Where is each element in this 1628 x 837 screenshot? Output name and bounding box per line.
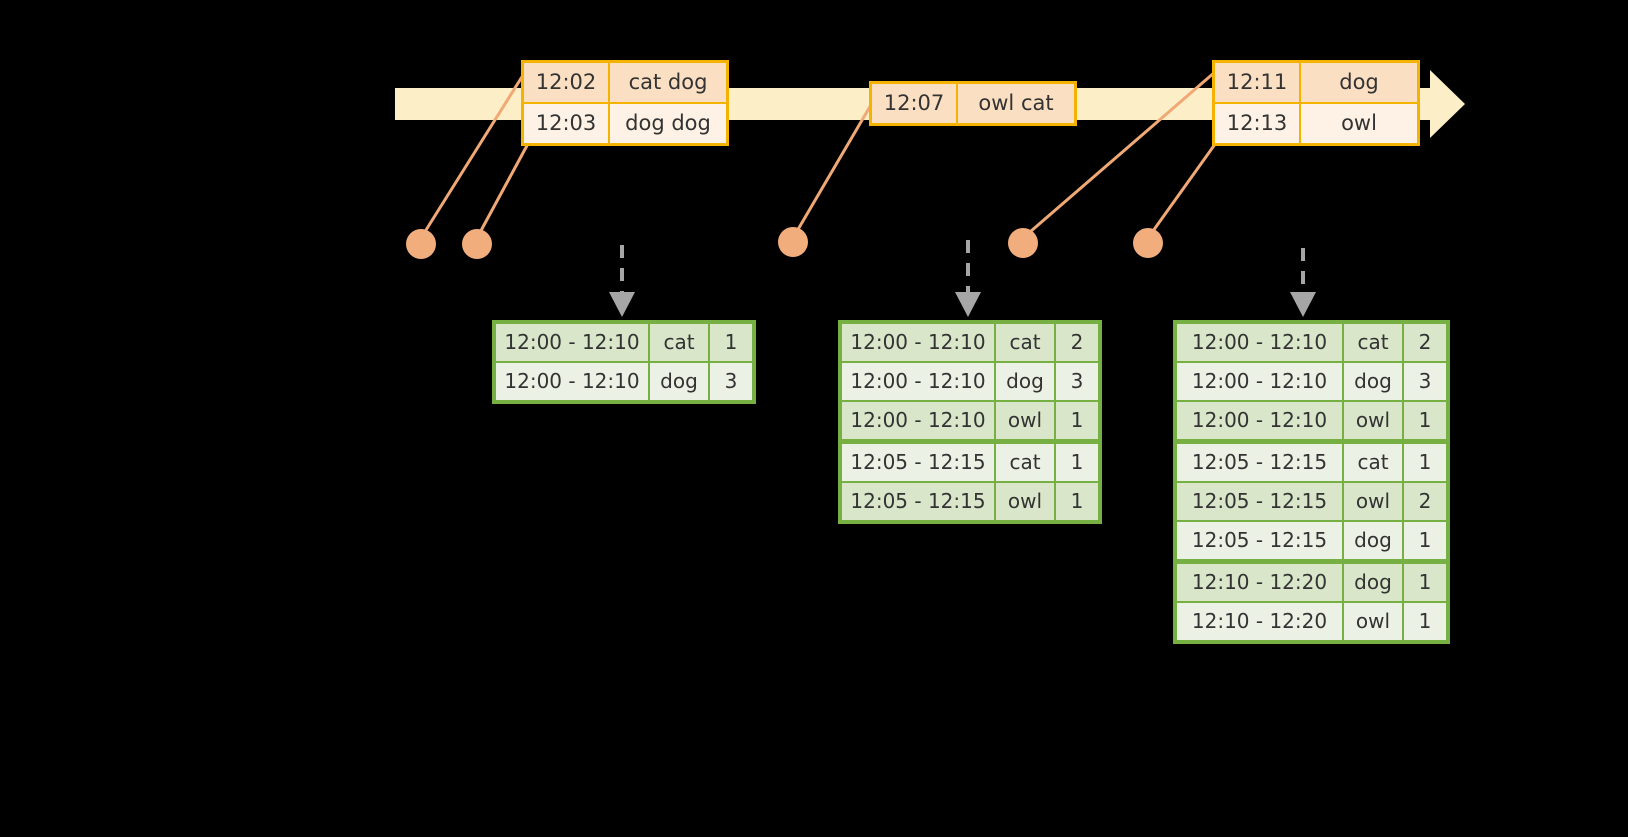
- key-cell: dog: [650, 363, 708, 400]
- count-cell: 3: [710, 363, 752, 400]
- event-row[interactable]: 12:03 dog dog: [524, 102, 726, 143]
- count-cell: 1: [1056, 483, 1098, 520]
- count-cell: 2: [1404, 483, 1446, 520]
- event-time: 12:11: [1215, 63, 1301, 102]
- table-row[interactable]: 12:00 - 12:10 dog 3: [842, 363, 1098, 400]
- key-cell: owl: [996, 483, 1054, 520]
- event-time: 12:02: [524, 63, 610, 102]
- window-cell: 12:05 - 12:15: [1177, 483, 1342, 520]
- emit-arrowheads: [609, 292, 1316, 317]
- window-cell: 12:00 - 12:10: [496, 324, 648, 361]
- event-words: dog dog: [625, 111, 711, 135]
- count-cell: 1: [1056, 402, 1098, 439]
- window-cell: 12:05 - 12:15: [842, 483, 994, 520]
- event-time: 12:07: [872, 84, 958, 123]
- key-cell: owl: [1344, 483, 1402, 520]
- count-cell: 3: [1056, 363, 1098, 400]
- event-dot-12-13: [1133, 228, 1163, 258]
- emit-arrows: [620, 240, 1305, 292]
- event-box-2[interactable]: 12:07 owl cat: [869, 81, 1077, 126]
- count-cell: 2: [1056, 324, 1098, 361]
- event-dots: [406, 227, 1163, 259]
- window-cell: 12:10 - 12:20: [1177, 603, 1342, 640]
- window-cell: 12:00 - 12:10: [842, 402, 994, 439]
- table-row[interactable]: 12:00 - 12:10 owl 1: [842, 402, 1098, 439]
- count-cell: 1: [1404, 603, 1446, 640]
- table-row[interactable]: 12:00 - 12:10 dog 3: [496, 363, 752, 400]
- table-row[interactable]: 12:00 - 12:10 cat 2: [1177, 324, 1446, 361]
- key-cell: cat: [996, 324, 1054, 361]
- event-row[interactable]: 12:11 dog: [1215, 63, 1417, 102]
- count-cell: 1: [1404, 522, 1446, 559]
- count-cell: 3: [1404, 363, 1446, 400]
- window-cell: 12:00 - 12:10: [496, 363, 648, 400]
- event-row[interactable]: 12:02 cat dog: [524, 63, 726, 102]
- event-dot-12-02: [406, 229, 436, 259]
- window-cell: 12:00 - 12:10: [1177, 363, 1342, 400]
- count-cell: 1: [1404, 564, 1446, 601]
- key-cell: dog: [1344, 363, 1402, 400]
- event-row[interactable]: 12:07 owl cat: [872, 84, 1074, 123]
- count-cell: 1: [710, 324, 752, 361]
- event-words: owl: [1341, 111, 1377, 135]
- result-table-1[interactable]: 12:00 - 12:10 cat 1 12:00 - 12:10 dog 3: [492, 320, 756, 404]
- table-row[interactable]: 12:00 - 12:10 cat 2: [842, 324, 1098, 361]
- window-cell: 12:00 - 12:10: [842, 363, 994, 400]
- window-cell: 12:10 - 12:20: [1177, 564, 1342, 601]
- window-cell: 12:05 - 12:15: [842, 444, 994, 481]
- key-cell: owl: [996, 402, 1054, 439]
- count-cell: 1: [1404, 444, 1446, 481]
- event-dot-12-11: [1008, 228, 1038, 258]
- table-row[interactable]: 12:00 - 12:10 owl 1: [1177, 402, 1446, 439]
- key-cell: dog: [1344, 522, 1402, 559]
- key-cell: dog: [1344, 564, 1402, 601]
- event-time: 12:13: [1215, 104, 1301, 143]
- event-row[interactable]: 12:13 owl: [1215, 102, 1417, 143]
- table-row[interactable]: 12:00 - 12:10 dog 3: [1177, 363, 1446, 400]
- key-cell: dog: [996, 363, 1054, 400]
- table-row[interactable]: 12:05 - 12:15 owl 1: [842, 483, 1098, 520]
- result-table-3[interactable]: 12:00 - 12:10 cat 2 12:00 - 12:10 dog 3 …: [1173, 320, 1450, 644]
- window-cell: 12:00 - 12:10: [842, 324, 994, 361]
- count-cell: 2: [1404, 324, 1446, 361]
- window-cell: 12:00 - 12:10: [1177, 402, 1342, 439]
- event-box-3[interactable]: 12:11 dog 12:13 owl: [1212, 60, 1420, 146]
- result-table-2[interactable]: 12:00 - 12:10 cat 2 12:00 - 12:10 dog 3 …: [838, 320, 1102, 524]
- key-cell: cat: [996, 444, 1054, 481]
- key-cell: cat: [1344, 324, 1402, 361]
- key-cell: cat: [1344, 444, 1402, 481]
- window-cell: 12:05 - 12:15: [1177, 444, 1342, 481]
- window-cell: 12:05 - 12:15: [1177, 522, 1342, 559]
- key-cell: cat: [650, 324, 708, 361]
- key-cell: owl: [1344, 603, 1402, 640]
- count-cell: 1: [1404, 402, 1446, 439]
- table-row[interactable]: 12:05 - 12:15 cat 1: [842, 444, 1098, 481]
- event-words: owl cat: [978, 91, 1054, 115]
- event-dot-12-03: [462, 229, 492, 259]
- table-row[interactable]: 12:10 - 12:20 dog 1: [1177, 564, 1446, 601]
- table-row[interactable]: 12:05 - 12:15 owl 2: [1177, 483, 1446, 520]
- event-words: dog: [1339, 70, 1379, 94]
- event-box-1[interactable]: 12:02 cat dog 12:03 dog dog: [521, 60, 729, 146]
- event-dot-12-07: [778, 227, 808, 257]
- table-row[interactable]: 12:05 - 12:15 dog 1: [1177, 522, 1446, 559]
- table-row[interactable]: 12:00 - 12:10 cat 1: [496, 324, 752, 361]
- table-row[interactable]: 12:05 - 12:15 cat 1: [1177, 444, 1446, 481]
- key-cell: owl: [1344, 402, 1402, 439]
- table-row[interactable]: 12:10 - 12:20 owl 1: [1177, 603, 1446, 640]
- event-time: 12:03: [524, 104, 610, 143]
- window-cell: 12:00 - 12:10: [1177, 324, 1342, 361]
- count-cell: 1: [1056, 444, 1098, 481]
- event-words: cat dog: [628, 70, 708, 94]
